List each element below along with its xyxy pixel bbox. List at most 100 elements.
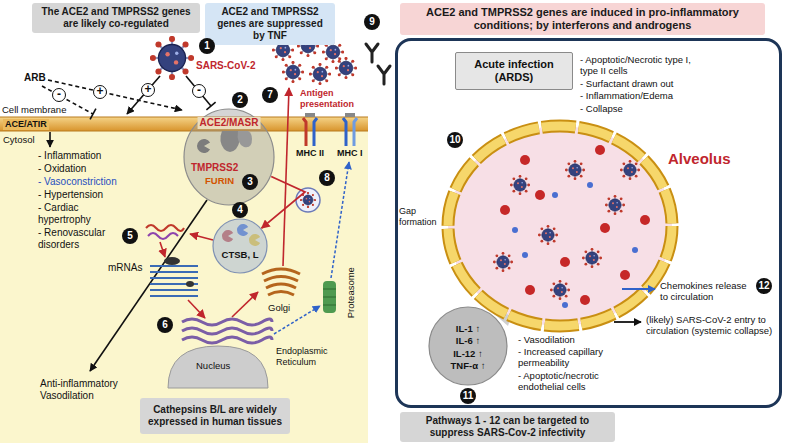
- viral-rna: [148, 233, 178, 239]
- effect-sign: -: [192, 84, 206, 98]
- viral-rna: [146, 225, 184, 231]
- cell-cytosol: [0, 131, 368, 443]
- alveolus-drawing: [632, 247, 638, 253]
- node-text: TNF-α ↑: [428, 360, 508, 371]
- alveolus-drawing: [448, 126, 672, 326]
- golgi-shape: [268, 292, 294, 296]
- stage-box: Acute infection (ARDS): [455, 52, 573, 90]
- alveolus-drawing: [562, 302, 568, 308]
- virus-label: SARS-CoV-2: [196, 60, 255, 72]
- antibody-icon: [366, 44, 378, 62]
- process-label: (likely) SARS-CoV-2 entry to circulation…: [646, 314, 776, 337]
- circulation-arrow: [622, 288, 655, 290]
- structure-label: mRNAs: [108, 262, 142, 274]
- alveolus-drawing: [600, 223, 610, 233]
- proteasome-icon: [323, 281, 336, 313]
- alveolus-drawing: [587, 182, 593, 188]
- flow-arrow: [262, 176, 305, 228]
- process-arrow: [188, 300, 205, 318]
- golgi-shape: [262, 269, 300, 274]
- node-text: - Inflammation/Edema: [580, 90, 692, 101]
- node-text: Acute infection (ARDS): [462, 58, 566, 84]
- shape-outline: [213, 219, 267, 273]
- shape-outline: [212, 218, 268, 274]
- receptor-region: ACE2/MASRTMPRSS2FURIN: [183, 108, 275, 206]
- callout-number: 7: [262, 87, 278, 103]
- alveolus-drawing: [448, 126, 672, 326]
- virus-cluster: [309, 63, 331, 85]
- node-text: Pathways 1 - 12 can be targeted to suppr…: [406, 415, 609, 439]
- callout-number: 1: [199, 38, 215, 54]
- callout-number: 10: [447, 132, 463, 148]
- alveolus-drawing: [640, 215, 650, 225]
- alveolus-drawing: [522, 252, 528, 258]
- note-box: Pathways 1 - 12 can be targeted to suppr…: [400, 412, 615, 442]
- effect-item: - Increased capillary permeability: [518, 346, 643, 369]
- node-text: - Surfactant drawn out: [580, 78, 692, 89]
- callout-number: 12: [756, 278, 772, 294]
- structure-label: Nucleus: [196, 360, 230, 371]
- alveolus-drawing: [535, 190, 545, 200]
- effect-item: - Vasodilation: [518, 334, 643, 345]
- node-text: TMPRSS2: [191, 162, 251, 174]
- mhc-receptor: [345, 113, 355, 117]
- region-label: Cytosol: [3, 134, 35, 145]
- structure-label: Alveolus: [668, 150, 731, 168]
- process-arrow: [190, 234, 213, 240]
- virus-cluster: [282, 61, 304, 83]
- virus-cluster: [335, 57, 357, 79]
- node-text: ACE2 and TMPRSS2 genes are suppressed by…: [211, 6, 329, 42]
- golgi-shape: [266, 284, 296, 288]
- effect-item: - Inflammation: [38, 150, 128, 162]
- alveolus-drawing: [620, 160, 640, 180]
- effect-item: - Vasoconstriction: [38, 176, 128, 188]
- node-text: - Apoptotic/Necrotic type I, type II cel…: [580, 54, 692, 77]
- mrna-strands: [150, 289, 198, 291]
- process-label: Chemokines release to circulation: [660, 280, 750, 303]
- cytokine-circle: IL-1 ↑IL-6 ↑ IL-12 ↑TNF-α ↑: [428, 306, 508, 386]
- proteasome-icon: [323, 297, 336, 298]
- mhc-receptor: [343, 118, 346, 146]
- signal-arrow: [49, 132, 51, 147]
- node-text: The ACE2 and TMPRSS2 genes are likely co…: [38, 6, 194, 30]
- alveolus-drawing: [595, 145, 605, 155]
- process-arrow: [283, 88, 289, 266]
- alveolus-drawing: [510, 175, 530, 195]
- alveolus-drawing: [493, 252, 513, 272]
- signal-arrow: [206, 102, 215, 110]
- er-shape: [182, 319, 272, 325]
- virus-icon: [150, 36, 194, 80]
- antibody-icon: [366, 44, 390, 84]
- effect-sign: +: [93, 85, 107, 99]
- signal-arrow: [90, 200, 207, 371]
- ribosome-icon: [164, 257, 180, 265]
- receptor-label: MHC I: [337, 148, 363, 159]
- effect-item: - Renovascular disorders: [38, 227, 118, 251]
- alveolus-drawing: [582, 248, 602, 268]
- signal-arrow: [48, 80, 182, 110]
- callout-number: 11: [460, 388, 476, 404]
- signal-arrow: [127, 76, 160, 114]
- golgi-shape: [264, 277, 298, 282]
- alveolus-drawing: [520, 155, 530, 165]
- effect-item: - Oxidation: [38, 163, 128, 175]
- nucleus-shape: [168, 346, 268, 388]
- mhc-receptor: [354, 118, 357, 146]
- node-text: CTSB, L: [212, 249, 268, 260]
- note-banner: ACE2 and TMPRSS2 genes are suppressed by…: [205, 3, 335, 45]
- golgi-shape: [262, 269, 300, 295]
- mrna-strands: [150, 271, 198, 273]
- node-text: ACE2 and TMPRSS2 genes are induced in pr…: [406, 6, 759, 32]
- alveolus-drawing: [620, 270, 630, 280]
- drug-label: ARB: [24, 72, 46, 84]
- node-text: IL-6 ↑: [428, 335, 508, 346]
- shape-outline: [429, 307, 507, 385]
- endosome-icon: [296, 188, 320, 212]
- node-text: IL-1 ↑: [428, 323, 508, 334]
- node-text: IL-12 ↑: [428, 348, 508, 359]
- antibody-icon: [378, 66, 390, 84]
- mhc-receptor: [303, 113, 357, 146]
